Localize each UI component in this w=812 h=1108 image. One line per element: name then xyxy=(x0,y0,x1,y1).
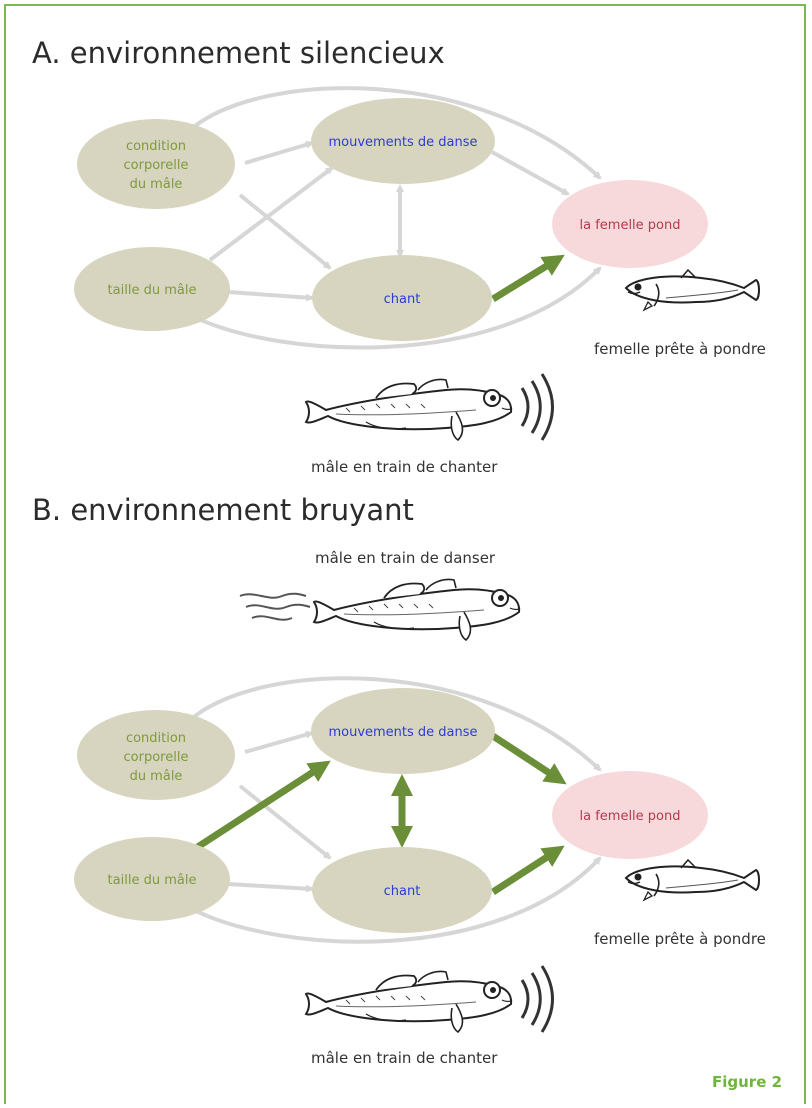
panel-a-grey-connections xyxy=(188,86,602,350)
figure-frame xyxy=(4,4,806,1104)
node-label: mouvements de danse xyxy=(328,135,477,150)
panel-a-male-caption: mâle en train de chanter xyxy=(311,458,498,476)
panel-b: B. environnement bruyant mâle en train d… xyxy=(32,493,766,1067)
panel-a: A. environnement silencieux condition co… xyxy=(32,36,766,476)
panel-b-female-fish-icon xyxy=(625,859,760,901)
node-label: mouvements de danse xyxy=(328,725,477,740)
figure-label: Figure 2 xyxy=(712,1073,782,1091)
node-label: taille du mâle xyxy=(108,873,197,888)
panel-a-female-fish-icon xyxy=(625,269,760,311)
node-label-line: du mâle xyxy=(130,769,183,784)
node-label: chant xyxy=(384,292,421,307)
node-label-line: condition xyxy=(126,731,186,746)
panel-b-motion-lines-icon xyxy=(239,592,311,621)
panel-a-node-taille: taille du mâle xyxy=(74,247,230,331)
panel-a-title: A. environnement silencieux xyxy=(32,36,445,70)
node-label-line: du mâle xyxy=(130,177,183,192)
panel-a-node-danse: mouvements de danse xyxy=(311,98,495,184)
panel-b-node-chant: chant xyxy=(312,847,492,933)
panel-b-node-pond: la femelle pond xyxy=(552,771,708,859)
panel-b-node-condition: condition corporelle du mâle xyxy=(77,710,235,800)
node-label: la femelle pond xyxy=(580,218,681,233)
panel-a-sound-waves-icon xyxy=(520,373,554,441)
panel-b-male-caption: mâle en train de chanter xyxy=(311,1049,498,1067)
panel-b-grey-connections xyxy=(188,676,602,944)
panel-b-node-danse: mouvements de danse xyxy=(311,688,495,774)
panel-a-singing-fish-icon xyxy=(305,378,513,441)
panel-a-green-arrow-chant-pond xyxy=(491,254,565,302)
panel-b-title: B. environnement bruyant xyxy=(32,493,414,527)
node-label-line: condition xyxy=(126,139,186,154)
node-label: taille du mâle xyxy=(108,283,197,298)
panel-b-dancing-caption: mâle en train de danser xyxy=(315,549,496,567)
node-label: la femelle pond xyxy=(580,809,681,824)
panel-b-green-arrows xyxy=(194,733,567,895)
panel-b-singing-fish-icon xyxy=(305,970,513,1033)
node-label-line: corporelle xyxy=(124,158,189,173)
panel-a-node-condition: condition corporelle du mâle xyxy=(77,119,235,209)
panel-b-node-taille: taille du mâle xyxy=(74,837,230,921)
panel-a-female-caption: femelle prête à pondre xyxy=(594,340,766,358)
panel-b-dancing-fish-icon xyxy=(313,578,521,641)
panel-a-node-chant: chant xyxy=(312,255,492,341)
panel-b-sound-waves-icon xyxy=(520,965,554,1033)
node-label-line: corporelle xyxy=(124,750,189,765)
node-label: chant xyxy=(384,884,421,899)
panel-b-female-caption: femelle prête à pondre xyxy=(594,930,766,948)
panel-a-node-pond: la femelle pond xyxy=(552,180,708,268)
